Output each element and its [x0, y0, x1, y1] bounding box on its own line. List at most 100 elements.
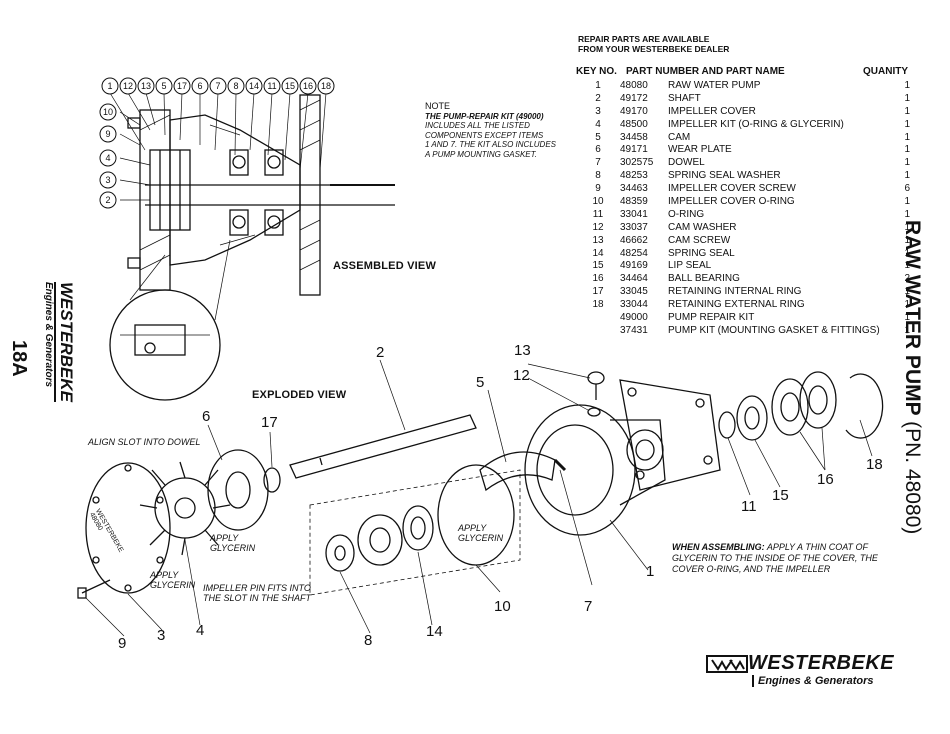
circle-key: 8	[233, 81, 238, 91]
row-qty: 1	[904, 221, 910, 233]
circle-key: 2	[105, 195, 110, 205]
row-part-name: WEAR PLATE	[668, 144, 732, 156]
circle-key: 1	[107, 81, 112, 91]
row-qty: 1	[904, 260, 910, 272]
exploded-view-drawing	[77, 359, 884, 637]
row-part-name: RAW WATER PUMP	[668, 80, 761, 91]
row-part-name: BALL BEARING	[668, 273, 740, 285]
circle-key: 13	[141, 81, 151, 91]
row-key: 10	[592, 196, 604, 208]
callout-line: GLYCERIN	[210, 543, 256, 553]
exploded-view-label: EXPLODED VIEW	[252, 389, 347, 401]
assembling-note: WHEN ASSEMBLING: APPLY A THIN COAT OF GL…	[672, 542, 897, 575]
callout-line: APPLY	[458, 523, 487, 533]
left-circle-keys: 10 9 4 3 2	[98, 103, 120, 213]
row-part-name: SPRING SEAL WASHER	[668, 170, 781, 182]
row-part-name: O-RING	[668, 208, 705, 220]
assembled-view-label: ASSEMBLED VIEW	[333, 260, 437, 272]
row-part-number: 48500	[620, 118, 648, 130]
row-part-name: IMPELLER COVER SCREW	[668, 183, 796, 195]
part-number-label: 16	[817, 471, 834, 488]
part-number-label: 13	[514, 342, 531, 359]
row-part-number: 33045	[620, 286, 648, 298]
circle-key: 15	[285, 81, 295, 91]
row-qty: 1	[904, 80, 910, 91]
note-kit: THE PUMP-REPAIR KIT (49000)	[425, 111, 544, 121]
row-part-number: 33041	[620, 208, 648, 220]
circle-key-row: 1 12 13 5 17 6 7 8 14 11 15 16 18	[101, 77, 341, 95]
part-number-label: 17	[261, 414, 278, 431]
note-line: INCLUDES ALL THE LISTED	[425, 121, 530, 130]
row-part-name: DOWEL	[668, 157, 705, 169]
row-qty: 1	[904, 196, 910, 208]
row-part-number: 49170	[620, 105, 648, 117]
row-key	[576, 312, 620, 325]
row-part-number: 48080	[620, 80, 648, 91]
callout-line: APPLY	[150, 570, 179, 580]
left-logo-sub: Engines & Generators	[43, 282, 54, 388]
circle-key: 11	[267, 81, 276, 91]
part-number-label: 2	[376, 344, 385, 361]
row-part-name: IMPELLER KIT (O-RING & GLYCERIN)	[668, 118, 844, 130]
note-line: A PUMP MOUNTING GASKET.	[425, 149, 538, 159]
callout-line: IMPELLER PIN FITS INTO	[203, 583, 311, 593]
part-number-label: 14	[426, 623, 443, 640]
row-part-name: IMPELLER COVER	[668, 105, 756, 117]
side-title-pn: (PN. 48080)	[901, 421, 924, 535]
row-part-name: PUMP KIT (MOUNTING GASKET & FITTINGS)	[668, 324, 880, 336]
row-key: 18	[592, 299, 604, 311]
row-key: 11	[592, 208, 604, 220]
row-part-name: CAM	[668, 131, 691, 143]
row-key: 13	[592, 234, 604, 246]
assembled-view-drawing	[109, 92, 395, 401]
circle-key: 3	[105, 175, 110, 185]
row-qty: 1	[904, 118, 910, 130]
glycerin-callout-1: APPLY GLYCERIN	[210, 533, 255, 553]
part-number-label: 6	[202, 408, 211, 425]
row-key: 12	[592, 221, 604, 233]
col-key-header: KEY NO.	[576, 66, 617, 77]
circle-key: 4	[105, 153, 110, 163]
row-key: 17	[592, 286, 604, 298]
note-line: 1 AND 7. THE KIT ALSO INCLUDES	[425, 140, 556, 149]
assembling-text: COVER O-RING, AND THE IMPELLER	[672, 564, 831, 574]
callout-line: GLYCERIN	[150, 580, 196, 590]
row-part-number: 34463	[620, 183, 648, 195]
callout-line: GLYCERIN	[458, 533, 504, 543]
left-logo: WESTERBEKE Engines & Generators	[40, 282, 80, 432]
part-number-label: 10	[494, 598, 511, 615]
part-number-label: 15	[772, 487, 789, 504]
assembling-text: GLYCERIN TO THE INSIDE OF THE COVER, THE	[672, 553, 878, 563]
row-qty: 1	[904, 92, 910, 104]
circle-key: 5	[161, 81, 166, 91]
row-key: 14	[592, 247, 604, 259]
row-part-number: 49000	[620, 312, 648, 324]
row-key: 3	[595, 105, 601, 117]
part-number-label: 11	[741, 498, 757, 515]
row-key: 16	[592, 273, 604, 285]
note-line: COMPONENTS EXCEPT ITEMS	[425, 130, 544, 140]
part-number-label: 12	[513, 367, 530, 384]
circle-key: 9	[105, 129, 110, 139]
row-key: 5	[595, 131, 601, 143]
row-part-number: 302575	[620, 157, 654, 169]
circle-key: 16	[303, 81, 313, 91]
part-number-label: 3	[157, 627, 166, 644]
row-qty: 2	[904, 273, 910, 285]
circle-key: 7	[215, 81, 220, 91]
